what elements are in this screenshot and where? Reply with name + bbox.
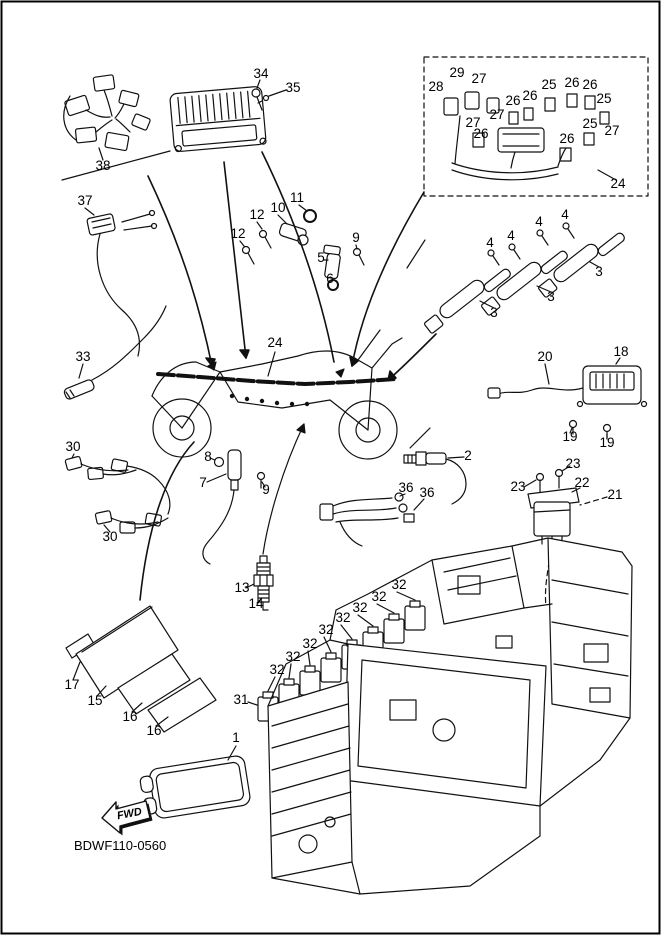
unit-18-art <box>487 357 648 440</box>
callout-36: 36 <box>398 480 413 495</box>
ecu-1-art <box>139 745 251 819</box>
callout-14: 14 <box>248 596 264 611</box>
harness-36-art <box>319 492 425 547</box>
callout-35: 35 <box>285 80 300 95</box>
callout-2: 2 <box>464 448 472 463</box>
callout-9: 9 <box>352 230 360 245</box>
callout-4: 4 <box>535 214 543 229</box>
callout-26: 26 <box>582 77 597 92</box>
callout-26: 26 <box>522 88 537 103</box>
callout-5: 5 <box>317 250 325 265</box>
callout-26: 26 <box>505 93 520 108</box>
ecu-top-art <box>169 79 287 153</box>
callout-24: 24 <box>610 176 626 191</box>
callout-21: 21 <box>607 487 622 502</box>
callout-23: 23 <box>565 456 580 471</box>
bolt-34-icon <box>251 88 261 98</box>
relay-21-art <box>523 465 608 607</box>
callout-31: 31 <box>233 692 248 707</box>
sensor-7-art <box>202 449 266 565</box>
callout-32: 32 <box>318 622 333 637</box>
callout-32: 32 <box>352 600 367 615</box>
sensor-10-12-art <box>239 204 317 265</box>
callout-19: 19 <box>562 429 577 444</box>
ignition-coils-art <box>406 222 625 334</box>
connector-37-art <box>84 207 158 357</box>
callout-22: 22 <box>574 475 589 490</box>
pads-art <box>65 605 217 733</box>
callout-25: 25 <box>596 91 611 106</box>
callout-3: 3 <box>547 289 555 304</box>
callout-16: 16 <box>146 723 161 738</box>
callout-27: 27 <box>489 107 504 122</box>
callout-11: 11 <box>290 190 304 205</box>
callout-13: 13 <box>234 580 249 595</box>
callout-12: 12 <box>249 207 264 222</box>
fwd-label: FWD <box>116 806 143 823</box>
sensor-33-art <box>63 305 167 400</box>
fwd-arrow: FWD <box>101 800 153 836</box>
callout-36: 36 <box>419 485 434 500</box>
washer-35-icon <box>262 94 270 102</box>
callout-32: 32 <box>335 610 350 625</box>
callout-30: 30 <box>65 439 80 454</box>
callout-26: 26 <box>473 126 488 141</box>
injector-5-6-art <box>323 244 365 291</box>
callout-15: 15 <box>87 693 102 708</box>
callout-29: 29 <box>449 65 464 80</box>
diagram-code: BDWF110-0560 <box>74 838 166 853</box>
callout-10: 10 <box>270 200 285 215</box>
callout-12: 12 <box>230 226 245 241</box>
callout-27: 27 <box>471 71 486 86</box>
callout-26: 26 <box>564 75 579 90</box>
callout-25: 25 <box>541 77 556 92</box>
callout-1: 1 <box>232 730 240 745</box>
callout-16: 16 <box>122 709 137 724</box>
callout-23: 23 <box>510 479 525 494</box>
chassis-art <box>151 329 403 460</box>
sub-harness-38-art <box>61 74 171 181</box>
callout-4: 4 <box>507 228 515 243</box>
routing-lines-art <box>139 151 437 601</box>
callout-30: 30 <box>102 529 117 544</box>
callout-24: 24 <box>267 335 283 350</box>
fusebox-detail-art <box>423 56 649 197</box>
callout-25: 25 <box>582 116 597 131</box>
callout-7: 7 <box>199 475 207 490</box>
connectors-30-art <box>64 453 171 534</box>
callout-19: 19 <box>599 435 614 450</box>
callout-6: 6 <box>326 271 334 286</box>
callout-33: 33 <box>75 349 90 364</box>
callout-27: 27 <box>465 115 480 130</box>
callout-32: 32 <box>371 589 386 604</box>
callout-3: 3 <box>595 264 603 279</box>
callout-37: 37 <box>77 193 92 208</box>
callout-9: 9 <box>262 482 270 497</box>
callout-32: 32 <box>269 662 284 677</box>
switch-2-art <box>403 427 467 505</box>
frame-art <box>267 537 633 895</box>
callout-34: 34 <box>253 66 269 81</box>
callout-8: 8 <box>204 449 212 464</box>
callout-28: 28 <box>428 79 443 94</box>
callout-32: 32 <box>302 636 317 651</box>
callout-3: 3 <box>490 305 498 320</box>
callout-26: 26 <box>559 131 574 146</box>
spark-plug-art <box>245 423 306 611</box>
callout-38: 38 <box>95 158 110 173</box>
callout-32: 32 <box>285 649 300 664</box>
callout-32: 32 <box>391 577 406 592</box>
callout-4: 4 <box>561 207 569 222</box>
callout-20: 20 <box>537 349 552 364</box>
callout-18: 18 <box>613 344 628 359</box>
callout-27: 27 <box>604 123 619 138</box>
callout-4: 4 <box>486 235 494 250</box>
callout-17: 17 <box>64 677 79 692</box>
